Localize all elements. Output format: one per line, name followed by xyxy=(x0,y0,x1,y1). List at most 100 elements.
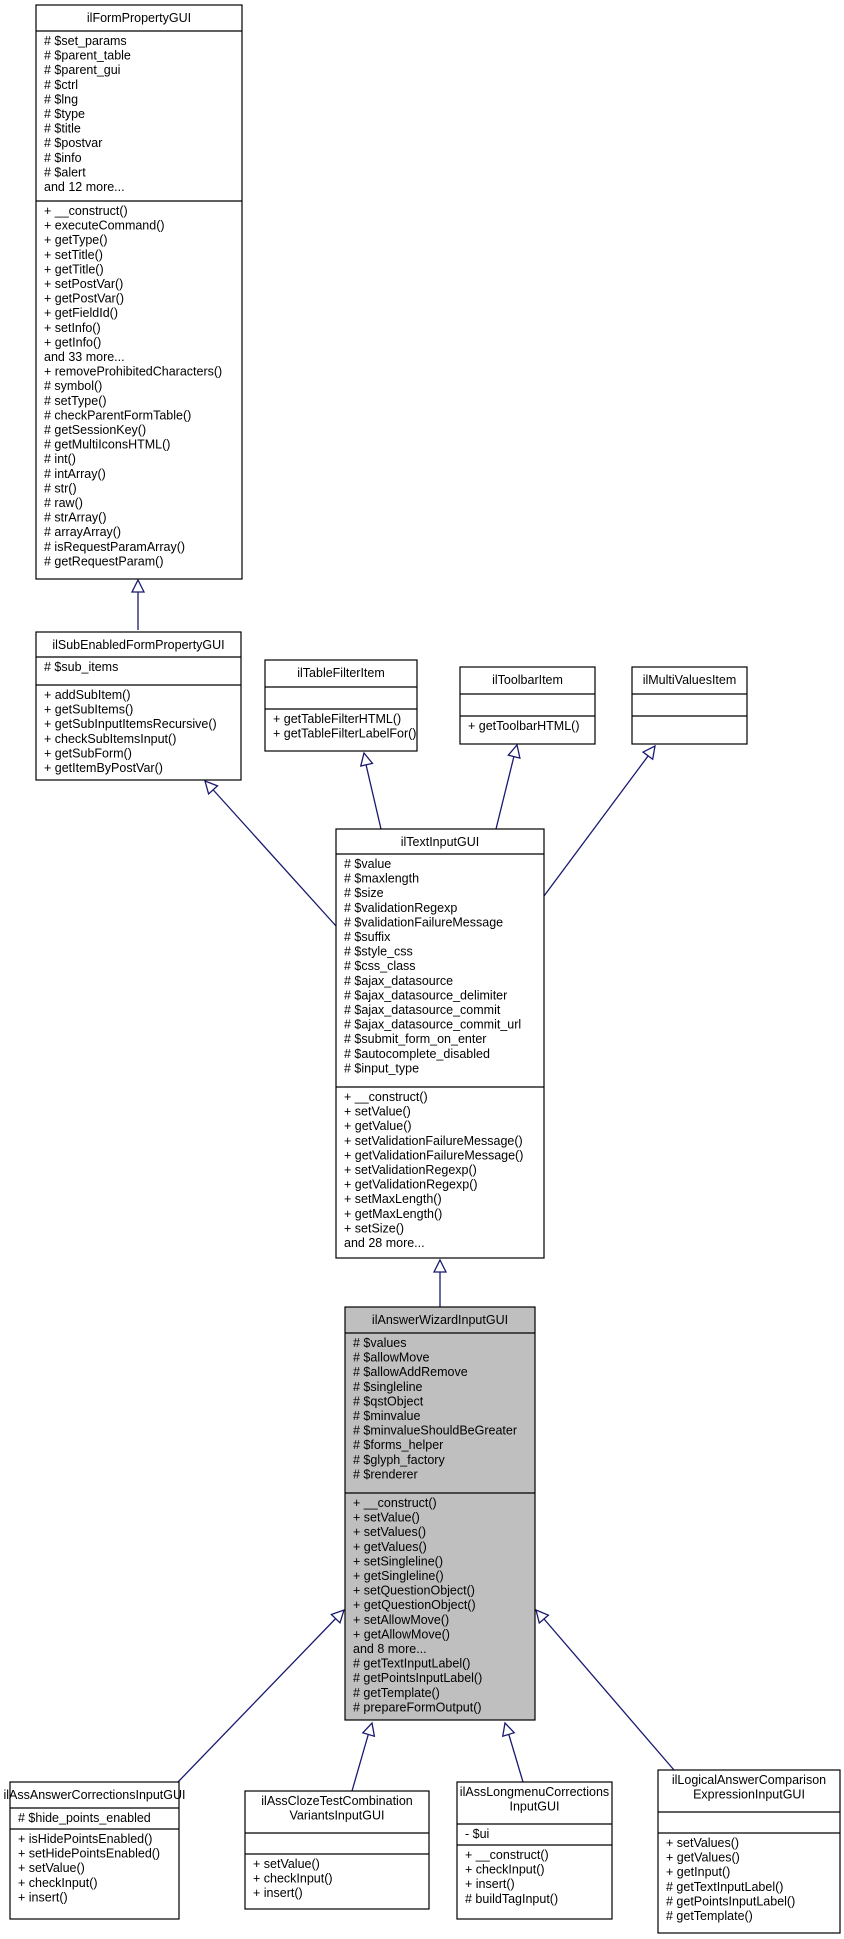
class-method: + setValue() xyxy=(253,1857,320,1871)
class-attribute: # $info xyxy=(44,151,82,165)
class-attribute: # $validationRegexp xyxy=(344,901,457,915)
class-box-ilassanswercorrectionsinputgui[interactable]: ilAssAnswerCorrectionsInputGUI# $hide_po… xyxy=(3,1781,186,1920)
class-method: + getAllowMove() xyxy=(353,1627,450,1641)
class-attribute: # $autocomplete_disabled xyxy=(344,1047,490,1061)
class-attribute: # $ctrl xyxy=(44,78,78,92)
class-box-illogicalanswercomparisonexpressioninputgui[interactable]: ilLogicalAnswerComparisonExpressionInput… xyxy=(657,1769,841,1934)
class-method: + getQuestionObject() xyxy=(353,1598,476,1612)
class-method: + __construct() xyxy=(44,204,128,218)
inheritance-edge xyxy=(543,744,656,897)
class-box-border xyxy=(459,666,596,745)
class-method: # arrayArray() xyxy=(44,525,121,539)
inheritance-arrowhead xyxy=(535,1608,550,1625)
class-method: + getFieldId() xyxy=(44,306,118,320)
class-attribute: # $ajax_datasource_commit xyxy=(344,1003,501,1017)
class-box-ilformpropertygui[interactable]: ilFormPropertyGUI# $set_params# $parent_… xyxy=(35,4,243,580)
class-attribute: # $alert xyxy=(44,165,86,179)
class-method: + __construct() xyxy=(344,1090,428,1104)
class-method: + getItemByPostVar() xyxy=(44,761,163,775)
class-attribute: # $qstObject xyxy=(353,1394,424,1408)
class-method: + getSubForm() xyxy=(44,746,132,760)
class-method: + getSubItems() xyxy=(44,703,133,717)
class-method: + getTableFilterLabelFor() xyxy=(273,727,416,741)
class-attribute: # $ajax_datasource_commit_url xyxy=(344,1018,521,1032)
class-method: + getType() xyxy=(44,233,108,247)
class-method: + getInfo() xyxy=(44,335,101,349)
edge-line xyxy=(177,1611,343,1783)
class-method: + setValue() xyxy=(18,1861,85,1875)
inheritance-arrowhead xyxy=(204,779,219,796)
class-attribute: # $renderer xyxy=(353,1467,418,1481)
class-method: # getSessionKey() xyxy=(44,423,146,437)
class-method: + setMaxLength() xyxy=(344,1192,442,1206)
class-method: + setInfo() xyxy=(44,321,101,335)
class-name: ilToolbarItem xyxy=(492,673,563,687)
class-method: + setAllowMove() xyxy=(353,1613,449,1627)
inheritance-arrowhead xyxy=(361,1721,376,1738)
class-method: + getInput() xyxy=(666,1865,730,1879)
class-box-border xyxy=(335,828,545,1259)
class-method: # raw() xyxy=(44,496,83,510)
inheritance-edge xyxy=(495,743,521,830)
class-method: and 33 more... xyxy=(44,350,125,364)
class-method: + checkInput() xyxy=(465,1863,545,1877)
class-attribute: # $singleline xyxy=(353,1380,423,1394)
inheritance-edge xyxy=(501,1721,524,1783)
class-attribute: # $parent_gui xyxy=(44,63,120,77)
class-attribute: # $hide_points_enabled xyxy=(18,1811,151,1825)
edge-line xyxy=(543,747,655,897)
class-attribute: # $size xyxy=(344,886,384,900)
class-method: + getTitle() xyxy=(44,262,104,276)
class-method: + __construct() xyxy=(465,1848,549,1862)
class-method: # intArray() xyxy=(44,467,106,481)
class-method: # checkParentFormTable() xyxy=(44,408,191,422)
class-method: + addSubItem() xyxy=(44,688,131,702)
class-attribute: # $values xyxy=(353,1336,407,1350)
class-method: + setQuestionObject() xyxy=(353,1584,475,1598)
class-box-ilassclozetestcombinationvariantsinputgui[interactable]: ilAssClozeTestCombinationVariantsInputGU… xyxy=(244,1790,430,1910)
class-attribute: # $ajax_datasource xyxy=(344,974,453,988)
class-name-continued: InputGUI xyxy=(509,1800,559,1814)
inheritance-arrowhead xyxy=(330,1608,346,1624)
class-box-iltablefilteritem[interactable]: ilTableFilterItem+ getTableFilterHTML()+… xyxy=(264,659,418,752)
class-method: + __construct() xyxy=(353,1496,437,1510)
inheritance-edge xyxy=(130,578,146,630)
class-method: + setValue() xyxy=(353,1511,420,1525)
class-method: + getSubInputItemsRecursive() xyxy=(44,717,217,731)
edge-line xyxy=(206,782,337,927)
class-method: + removeProhibitedCharacters() xyxy=(44,365,222,379)
class-attribute: # $minvalue xyxy=(353,1409,420,1423)
class-box-border xyxy=(35,4,243,580)
class-name: ilMultiValuesItem xyxy=(643,673,737,687)
class-attribute: # $ajax_datasource_delimiter xyxy=(344,988,507,1002)
class-attribute: # $input_type xyxy=(344,1061,419,1075)
edge-line xyxy=(363,755,382,830)
inheritance-edge xyxy=(177,1608,346,1783)
class-box-border xyxy=(631,666,748,745)
class-attribute: # $title xyxy=(44,122,81,136)
class-method: + getValidationRegexp() xyxy=(344,1178,478,1192)
inheritance-edge xyxy=(204,779,337,927)
class-box-ilmultivaluesitem[interactable]: ilMultiValuesItem xyxy=(631,666,748,745)
class-box-ilsubenabledformpropertygui[interactable]: ilSubEnabledFormPropertyGUI# $sub_items+… xyxy=(35,631,242,781)
class-method: + getValues() xyxy=(666,1851,740,1865)
class-name: ilAssClozeTestCombination xyxy=(261,1794,413,1808)
class-method: # getTemplate() xyxy=(666,1909,753,1923)
class-method: + insert() xyxy=(18,1890,68,1904)
class-name: ilLogicalAnswerComparison xyxy=(672,1773,826,1787)
class-box-iltoolbaritem[interactable]: ilToolbarItem+ getToolbarHTML() xyxy=(459,666,596,745)
class-box-ilanswerwizardinputgui[interactable]: ilAnswerWizardInputGUI# $values# $allowM… xyxy=(344,1306,536,1721)
inheritance-arrowhead xyxy=(432,1258,448,1273)
class-method: + getPostVar() xyxy=(44,292,124,306)
class-attribute: # $parent_table xyxy=(44,49,131,63)
class-name: ilFormPropertyGUI xyxy=(87,11,191,25)
class-attribute: # $allowAddRemove xyxy=(353,1365,468,1379)
class-method: # str() xyxy=(44,481,77,495)
class-method: # prepareFormOutput() xyxy=(353,1700,482,1714)
class-method: + setPostVar() xyxy=(44,277,123,291)
class-attribute: # $type xyxy=(44,107,85,121)
class-method: # getRequestParam() xyxy=(44,554,164,568)
class-box-border xyxy=(344,1306,536,1721)
class-box-iltextinputgui[interactable]: ilTextInputGUI# $value# $maxlength# $siz… xyxy=(335,828,545,1259)
